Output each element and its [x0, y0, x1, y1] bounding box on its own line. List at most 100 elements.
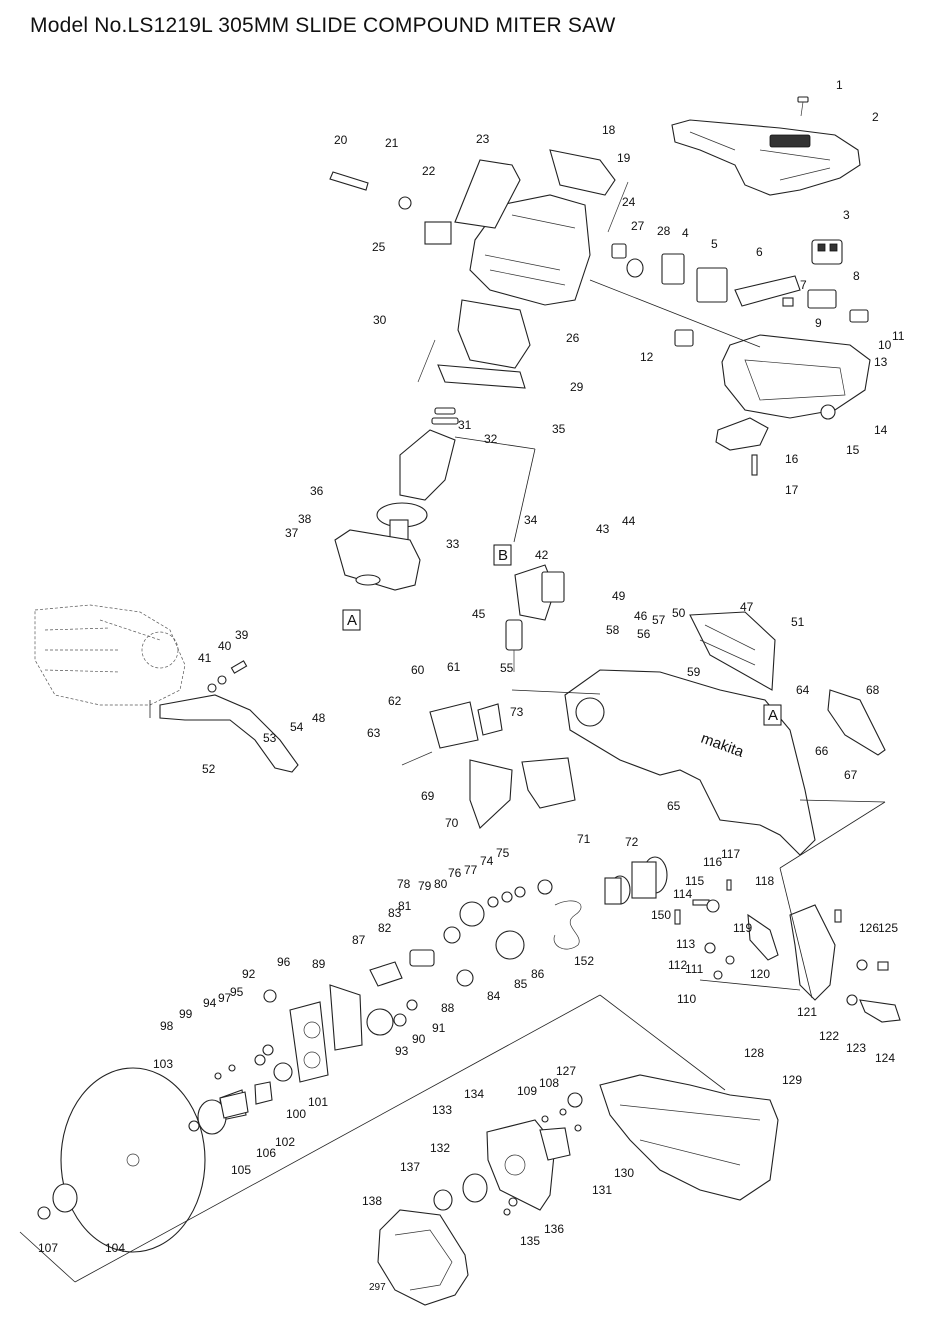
part-number-label: 132 — [430, 1141, 450, 1155]
part-number-label: 129 — [782, 1073, 802, 1087]
part-number-label: 93 — [395, 1044, 409, 1058]
part-number-label: 13 — [874, 355, 888, 369]
lock-lever-part — [159, 660, 299, 773]
part-number-label: 59 — [687, 665, 701, 679]
part-number-label: 65 — [667, 799, 681, 813]
part-number-label: 11 — [892, 329, 905, 343]
part-number-label: 30 — [373, 313, 387, 327]
part-number-label: 55 — [500, 661, 514, 675]
part-number-label: 37 — [285, 526, 299, 540]
motor-sleeve-parts — [604, 856, 668, 905]
part-number-label: 40 — [218, 639, 232, 653]
part-number-label: 118 — [755, 874, 774, 888]
part-number-label: 94 — [203, 996, 217, 1010]
part-number-label: 26 — [566, 331, 580, 345]
part-number-label: 53 — [263, 731, 277, 745]
part-number-label: 85 — [514, 977, 528, 991]
part-number-label: 102 — [275, 1135, 295, 1149]
part-number-label: 21 — [385, 136, 399, 150]
part-number-label: 135 — [520, 1234, 540, 1248]
part-number-label: 108 — [539, 1076, 559, 1090]
safety-guard-part — [377, 1173, 518, 1306]
part-number-label: 150 — [651, 908, 671, 922]
part-number-label: 8 — [853, 269, 860, 283]
part-number-label: 58 — [606, 623, 620, 637]
part-number-label: 62 — [388, 694, 402, 708]
guard-linkage-parts — [674, 879, 901, 1023]
part-number-label: 87 — [352, 933, 366, 947]
part-number-label: 297 — [369, 1282, 386, 1293]
part-number-label: 126 — [859, 921, 879, 935]
part-number-label: 114 — [673, 887, 692, 901]
part-number-label: 104 — [105, 1241, 125, 1255]
part-number-label: 79 — [418, 879, 432, 893]
part-number-label: 9 — [815, 316, 822, 330]
part-number-label: 107 — [38, 1241, 58, 1255]
part-number-label: 44 — [622, 514, 636, 528]
part-number-label: 68 — [866, 683, 880, 697]
part-number-label: 90 — [412, 1032, 426, 1046]
part-number-label: 14 — [874, 423, 888, 437]
callout-boxes: ABA — [342, 544, 782, 726]
part-number-label: 110 — [677, 992, 696, 1006]
part-number-label: 130 — [614, 1166, 634, 1180]
saw-blade-part — [37, 1067, 206, 1253]
part-number-label: 5 — [711, 237, 718, 251]
part-number-label: 123 — [846, 1041, 866, 1055]
handle-cover-part — [671, 119, 861, 196]
part-number-label: 134 — [464, 1087, 484, 1101]
part-number-label: 73 — [510, 705, 524, 719]
part-number-label: 64 — [796, 683, 810, 697]
part-number-label: 54 — [290, 720, 304, 734]
armature-part — [376, 407, 459, 546]
part-number-label: 34 — [524, 513, 538, 527]
part-number-label: 81 — [398, 899, 412, 913]
page-title: Model No.LS1219L 305MM SLIDE COMPOUND MI… — [30, 14, 616, 37]
part-number-label: 136 — [544, 1222, 564, 1236]
small-components — [661, 253, 869, 476]
motor-housing-part — [329, 149, 644, 389]
part-number-label: 49 — [612, 589, 626, 603]
part-number-label: 23 — [476, 132, 490, 146]
part-number-label: 46 — [634, 609, 648, 623]
part-number-label: 70 — [445, 816, 459, 830]
saw-body-outline — [34, 604, 186, 706]
flange-parts — [188, 1091, 249, 1135]
gear-housing-part: makita — [564, 669, 816, 856]
part-number-label: 71 — [577, 832, 591, 846]
part-number-label: 100 — [286, 1107, 306, 1121]
part-number-label: 39 — [235, 628, 249, 642]
part-number-label: 122 — [819, 1029, 839, 1043]
part-number-label: 95 — [230, 985, 244, 999]
part-number-label: 99 — [179, 1007, 193, 1021]
part-number-label: 112 — [668, 958, 687, 972]
part-number-label: 101 — [308, 1095, 328, 1109]
part-number-label: 27 — [631, 219, 645, 233]
part-number-label: 48 — [312, 711, 326, 725]
part-number-label: 4 — [682, 226, 689, 240]
handle-housing-part — [715, 334, 871, 451]
part-number-label: 6 — [756, 245, 763, 259]
part-number-label: 24 — [622, 195, 636, 209]
svg-text:A: A — [347, 612, 357, 629]
part-number-label: 121 — [797, 1005, 817, 1019]
part-number-label: 22 — [422, 164, 436, 178]
spring-part — [553, 900, 582, 950]
callout-box: B — [493, 544, 512, 566]
part-number-label: 18 — [602, 123, 616, 137]
part-number-label: 2 — [872, 110, 879, 124]
part-number-label: 32 — [484, 432, 498, 446]
part-number-label: 105 — [231, 1163, 251, 1177]
part-number-label: 83 — [388, 906, 402, 920]
part-number-label: 36 — [310, 484, 324, 498]
part-number-label: 52 — [202, 762, 216, 776]
part-number-label: 84 — [487, 989, 501, 1003]
part-number-label: 41 — [198, 651, 212, 665]
part-number-label: 117 — [721, 847, 740, 861]
part-number-label: 113 — [676, 937, 695, 951]
part-number-label: 76 — [448, 866, 462, 880]
part-number-label: 25 — [372, 240, 386, 254]
part-number-label: 31 — [458, 418, 472, 432]
part-number-label: 69 — [421, 789, 435, 803]
